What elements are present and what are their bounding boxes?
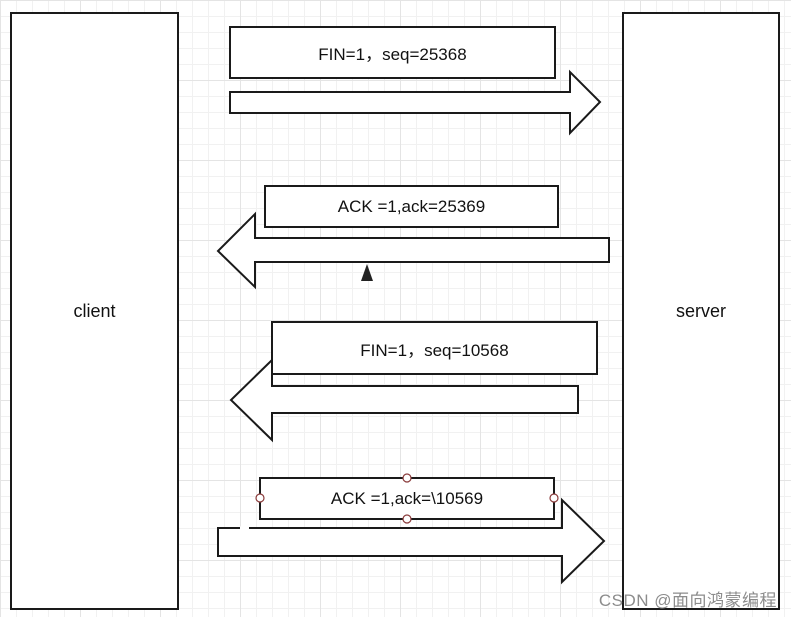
message-label-3: FIN=1，seq=10568 bbox=[271, 321, 598, 375]
ack-arrow-right bbox=[217, 497, 606, 585]
client-box: client bbox=[10, 12, 179, 610]
message-label-4[interactable]: ACK =1,ack=\10569 bbox=[259, 477, 555, 520]
ack-arrow-left bbox=[216, 211, 610, 290]
message-label-2: ACK =1,ack=25369 bbox=[264, 185, 559, 228]
server-label: server bbox=[675, 300, 726, 321]
client-label: client bbox=[73, 300, 116, 321]
cursor-triangle bbox=[361, 264, 373, 281]
server-box: server bbox=[622, 12, 780, 610]
fin-arrow-left bbox=[229, 357, 579, 443]
fin-arrow-right bbox=[229, 69, 602, 136]
watermark: CSDN @面向鸿蒙编程 bbox=[598, 591, 777, 610]
message-label-1: FIN=1，seq=25368 bbox=[229, 26, 556, 79]
